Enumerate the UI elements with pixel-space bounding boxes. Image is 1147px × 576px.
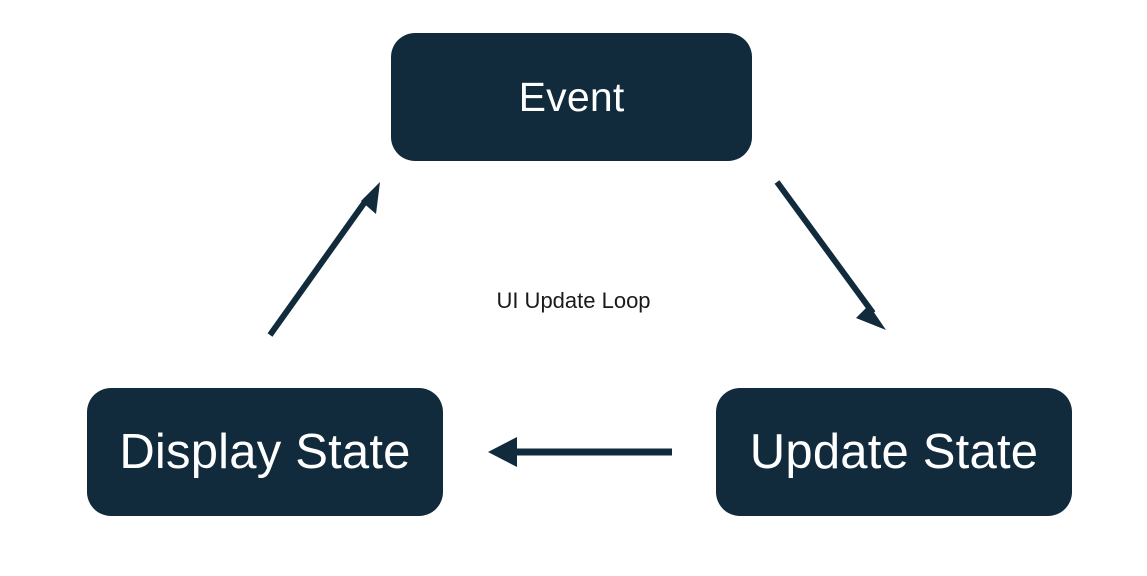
edge-update-state-to-display-state [488, 437, 672, 467]
node-display-state[interactable]: Display State [87, 388, 443, 516]
node-event-label: Event [518, 73, 625, 120]
node-update-state[interactable]: Update State [716, 388, 1072, 516]
node-display-state-label: Display State [119, 424, 411, 479]
node-update-state-label: Update State [749, 424, 1039, 479]
node-event[interactable]: Event [391, 33, 752, 161]
diagram-center-label: UI Update Loop [496, 288, 651, 313]
